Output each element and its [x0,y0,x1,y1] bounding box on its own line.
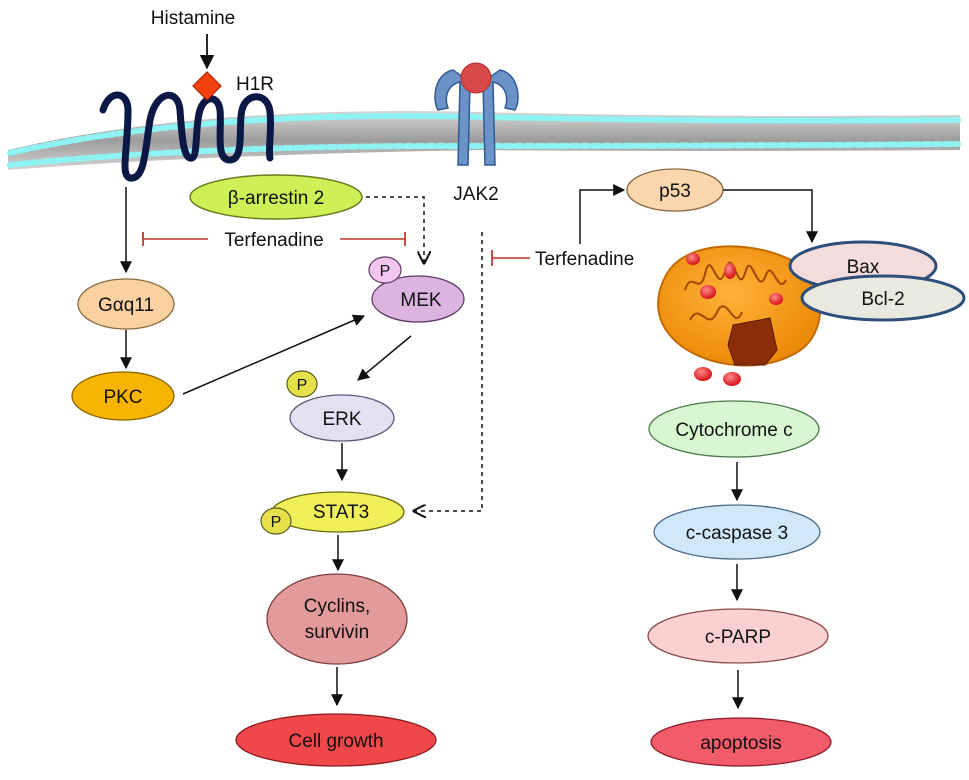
cyclins-label-line1: Cyclins, [304,596,371,617]
apoptosis-node [650,717,832,767]
jak2-receptor-icon [434,62,519,166]
stat3-phospho-badge [260,507,292,535]
beta-arrestin-label: β-arrestin 2 [228,188,324,209]
erk-label: ERK [322,409,361,430]
bcl2-node [800,274,966,322]
galpha-label: Gαq11 [98,295,154,316]
mitochondrion-icon [657,245,822,367]
bax-label: Bax [847,257,880,278]
caspase-label: c-caspase 3 [686,523,788,544]
stat3-label: STAT3 [313,502,369,523]
erk-phospho-badge [286,370,318,398]
terfenadine-right-label: Terfenadine [535,249,634,270]
erk-phospho-label: P [297,377,308,394]
cyclins-node [266,573,408,665]
h1r-receptor [99,91,275,182]
terfenadine-left-label: Terfenadine [224,230,323,251]
jak2-label: JAK2 [453,184,498,205]
cyclins-label-line2: survivin [305,622,369,643]
beta-arrestin-node [189,174,363,220]
h1r-label: H1R [236,74,274,95]
apoptosis-label: apoptosis [700,733,781,754]
cytochrome-c-node [648,400,820,458]
caspase-node [653,504,821,560]
parp-label: c-PARP [705,627,771,648]
terfenadine-to-p53-arrow [579,184,626,244]
released-cytochrome-dot [723,372,741,386]
pkc-node [71,371,175,421]
pkc-to-mek-arrow [182,314,366,395]
mek-to-erk-arrow [357,335,412,381]
cytochrome-c-label: Cytochrome c [675,420,792,441]
histamine-label: Histamine [151,8,235,29]
jak2-to-stat3-arrow [414,232,483,511]
bcl2-label: Bcl-2 [861,289,904,310]
stat3-phospho-label: P [271,514,282,531]
parp-node [647,608,829,664]
mek-node [371,275,465,323]
mek-label: MEK [400,290,442,311]
p53-label: p53 [659,181,691,202]
galpha-node [77,278,175,330]
histamine-diamond-icon [192,71,222,101]
mek-phospho-badge [368,256,402,284]
mek-phospho-label: P [380,263,391,280]
cell-growth-label: Cell growth [288,731,383,752]
pkc-label: PKC [103,387,142,408]
p53-to-bax-arrow [723,189,818,244]
erk-node [289,394,395,442]
cell-growth-node [235,713,437,767]
arrestin-to-mek-arrow [366,196,424,263]
released-cytochrome-dot [694,367,712,381]
